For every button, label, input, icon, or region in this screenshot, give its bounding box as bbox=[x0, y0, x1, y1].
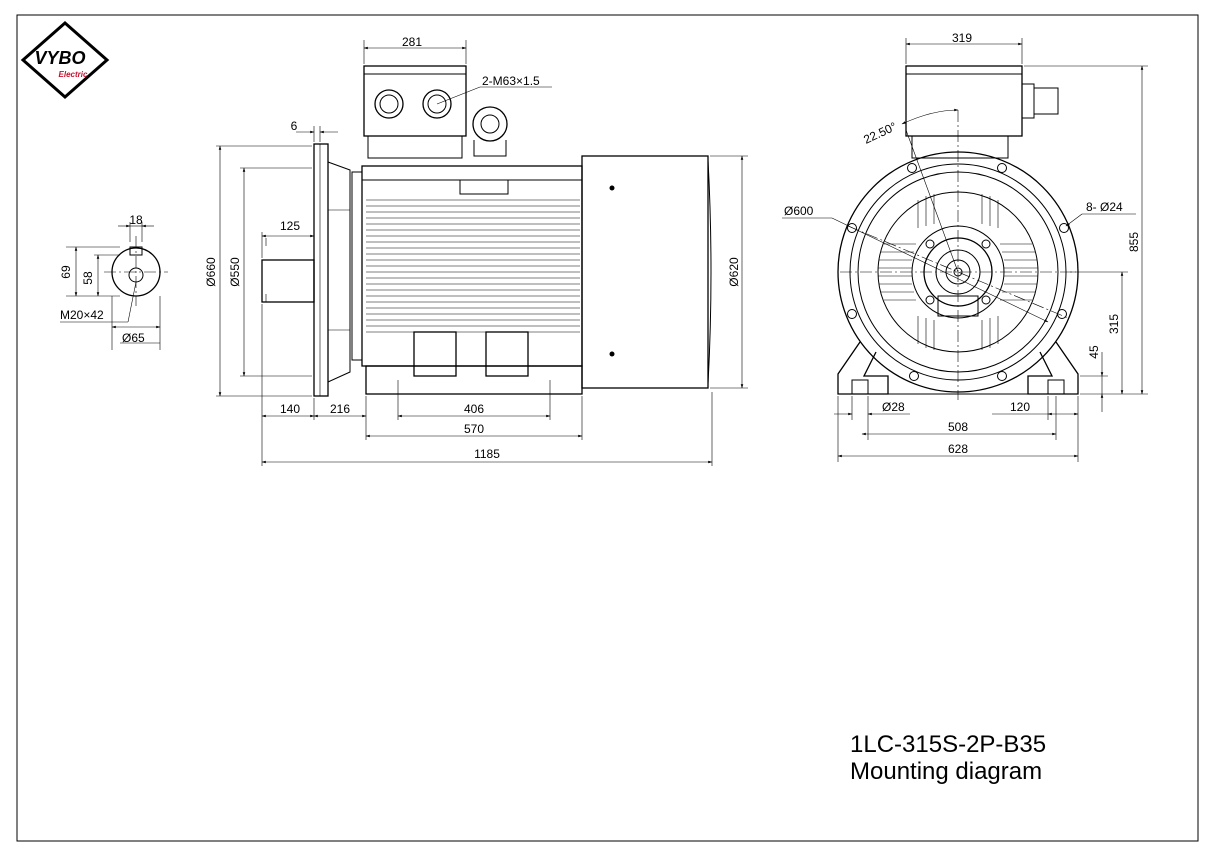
foot-left bbox=[413, 331, 457, 377]
bolt-holes bbox=[847, 163, 1069, 381]
end-cable-gland bbox=[1033, 87, 1059, 115]
dim-216: 216 bbox=[330, 402, 350, 416]
dim-dia550: Ø550 bbox=[228, 257, 242, 287]
dim-dia600: Ø600 bbox=[784, 204, 814, 218]
shaft-end-view: 18 69 58 M20×42 Ø65 bbox=[59, 213, 168, 350]
logo-sub: Electric bbox=[59, 70, 88, 79]
dim-45: 45 bbox=[1087, 345, 1101, 359]
radial-fins bbox=[878, 194, 1038, 350]
vybo-logo: VYBO Electric bbox=[20, 21, 110, 99]
dim-dia65: Ø65 bbox=[122, 331, 145, 345]
dim-dia28: Ø28 bbox=[882, 400, 905, 414]
dim-628: 628 bbox=[948, 442, 968, 456]
dim-508: 508 bbox=[948, 420, 968, 434]
dim-6: 6 bbox=[291, 119, 298, 133]
flange bbox=[313, 143, 329, 397]
cooling-fins bbox=[366, 199, 580, 333]
diagram-title: Mounting diagram bbox=[850, 758, 1042, 785]
motor-end-view: 319 bbox=[782, 31, 1148, 462]
drawing-frame bbox=[16, 14, 1199, 842]
dim-406: 406 bbox=[464, 402, 484, 416]
logo-brand: VYBO bbox=[34, 48, 85, 68]
dim-angle: 22.50° bbox=[861, 119, 899, 146]
dim-125: 125 bbox=[280, 219, 300, 233]
foot-left bbox=[837, 341, 889, 395]
dim-140: 140 bbox=[280, 402, 300, 416]
foot-right bbox=[485, 331, 529, 377]
title-block: 1LC-315S-2P-B35 Mounting diagram bbox=[850, 731, 1046, 785]
dim-570: 570 bbox=[464, 422, 484, 436]
dim-dia660: Ø660 bbox=[204, 257, 218, 287]
dim-69: 69 bbox=[59, 265, 73, 279]
end-terminal-box bbox=[905, 65, 1023, 137]
motor-side-view: 281 2-M63×1.5 6 125 Ø660 Ø550 bbox=[204, 35, 748, 466]
shaft bbox=[261, 259, 315, 303]
foot-right bbox=[1027, 341, 1079, 395]
cable-gland-2 bbox=[422, 89, 452, 119]
dim-58: 58 bbox=[81, 271, 95, 285]
dim-281: 281 bbox=[402, 35, 422, 49]
dim-315: 315 bbox=[1107, 314, 1121, 334]
fan-cover bbox=[581, 155, 709, 389]
lifting-eye bbox=[472, 106, 508, 142]
dim-18: 18 bbox=[129, 213, 143, 227]
holes-label: 8- Ø24 bbox=[1086, 200, 1123, 214]
dim-1185: 1185 bbox=[474, 447, 500, 461]
dim-319: 319 bbox=[952, 31, 972, 45]
terminal-box bbox=[363, 65, 467, 137]
dim-120: 120 bbox=[1010, 400, 1030, 414]
model-number: 1LC-315S-2P-B35 bbox=[850, 731, 1046, 758]
dim-855: 855 bbox=[1127, 232, 1141, 252]
thread-label: M20×42 bbox=[60, 308, 104, 322]
gland-label: 2-M63×1.5 bbox=[482, 74, 540, 88]
dim-dia620: Ø620 bbox=[727, 257, 741, 287]
cable-gland-1 bbox=[374, 89, 404, 119]
base bbox=[365, 365, 583, 395]
